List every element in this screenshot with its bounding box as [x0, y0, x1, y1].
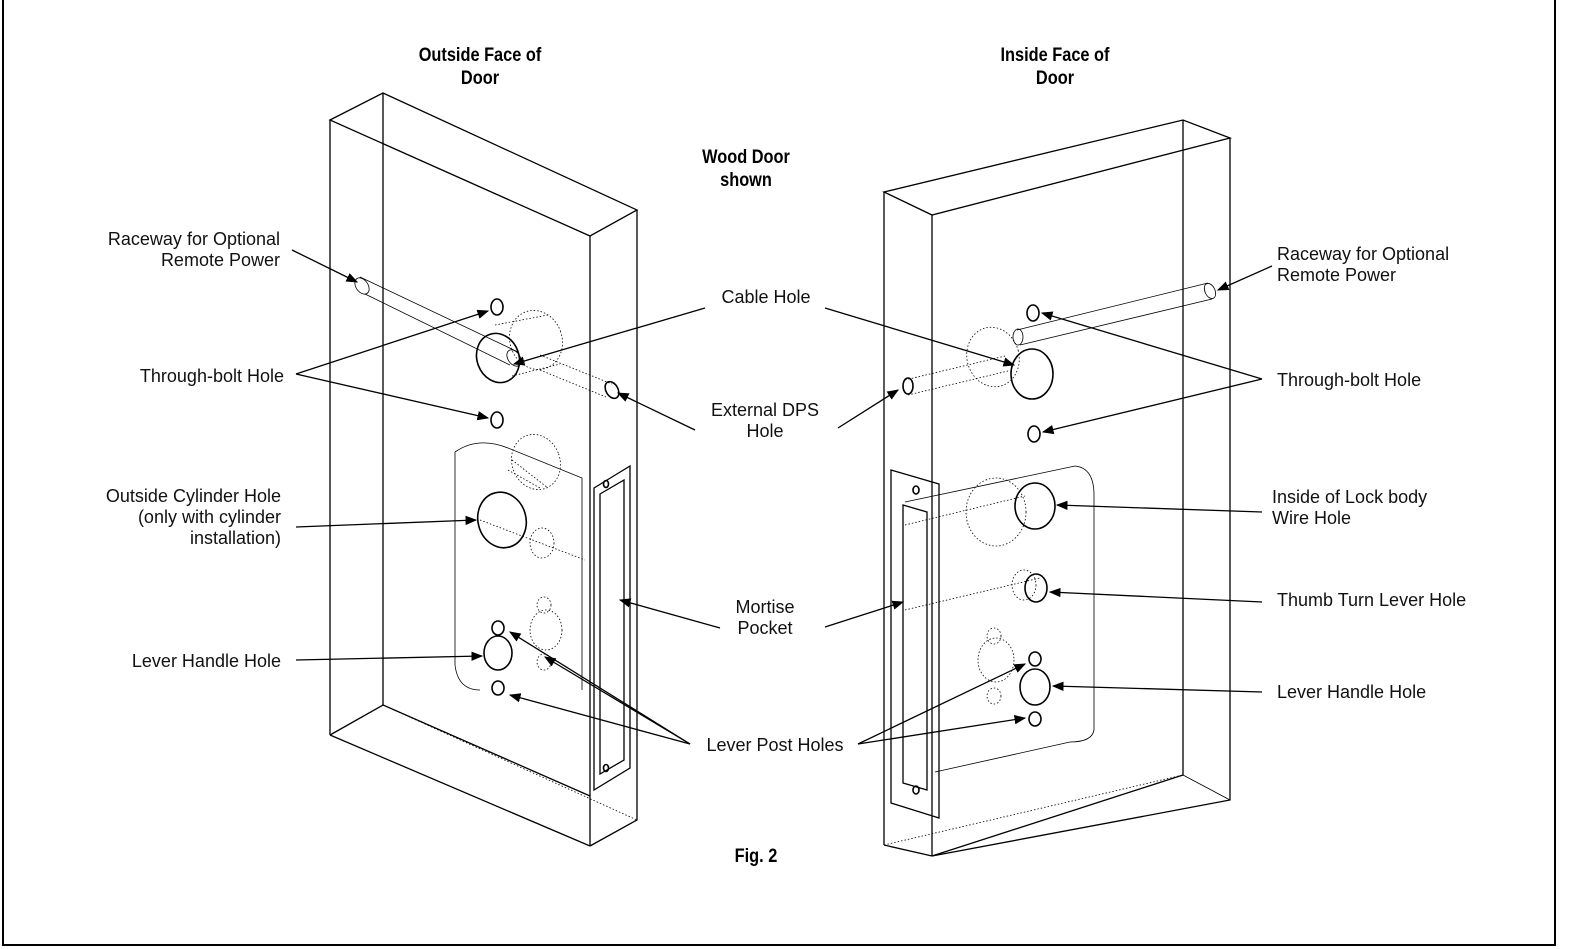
inside-door-drawing	[882, 119, 1233, 857]
label-left-cylinder-hole: Outside Cylinder Hole (only with cylinde…	[105, 486, 281, 548]
label-right-lock-body-wire-hole: Inside of Lock body Wire Hole	[1272, 487, 1428, 528]
outside-door-drawing	[328, 92, 639, 847]
label-right-lever-handle: Lever Handle Hole	[1277, 682, 1427, 702]
label-mortise-pocket: Mortise Pocket	[735, 597, 795, 638]
label-lever-post-holes: Lever Post Holes	[706, 735, 844, 755]
label-cable-hole: Cable Hole	[721, 287, 811, 307]
figure-frame	[2, 0, 1556, 946]
label-left-raceway: Raceway for Optional Remote Power	[107, 229, 280, 270]
label-right-raceway: Raceway for Optional Remote Power	[1277, 244, 1450, 285]
label-left-lever-handle: Lever Handle Hole	[131, 651, 281, 671]
inside-face-title: Inside Face of Door	[1000, 45, 1110, 89]
label-right-through-bolt: Through-bolt Hole	[1277, 370, 1422, 390]
figure-caption: Fig. 2	[734, 846, 778, 867]
leader-lines	[291, 249, 1273, 745]
outside-face-title: Outside Face of Door	[418, 45, 542, 89]
label-external-dps-hole: External DPS Hole	[710, 400, 820, 441]
label-right-thumb-turn: Thumb Turn Lever Hole	[1277, 590, 1467, 610]
label-left-through-bolt: Through-bolt Hole	[139, 366, 284, 386]
wood-door-note: Wood Door shown	[702, 147, 790, 191]
